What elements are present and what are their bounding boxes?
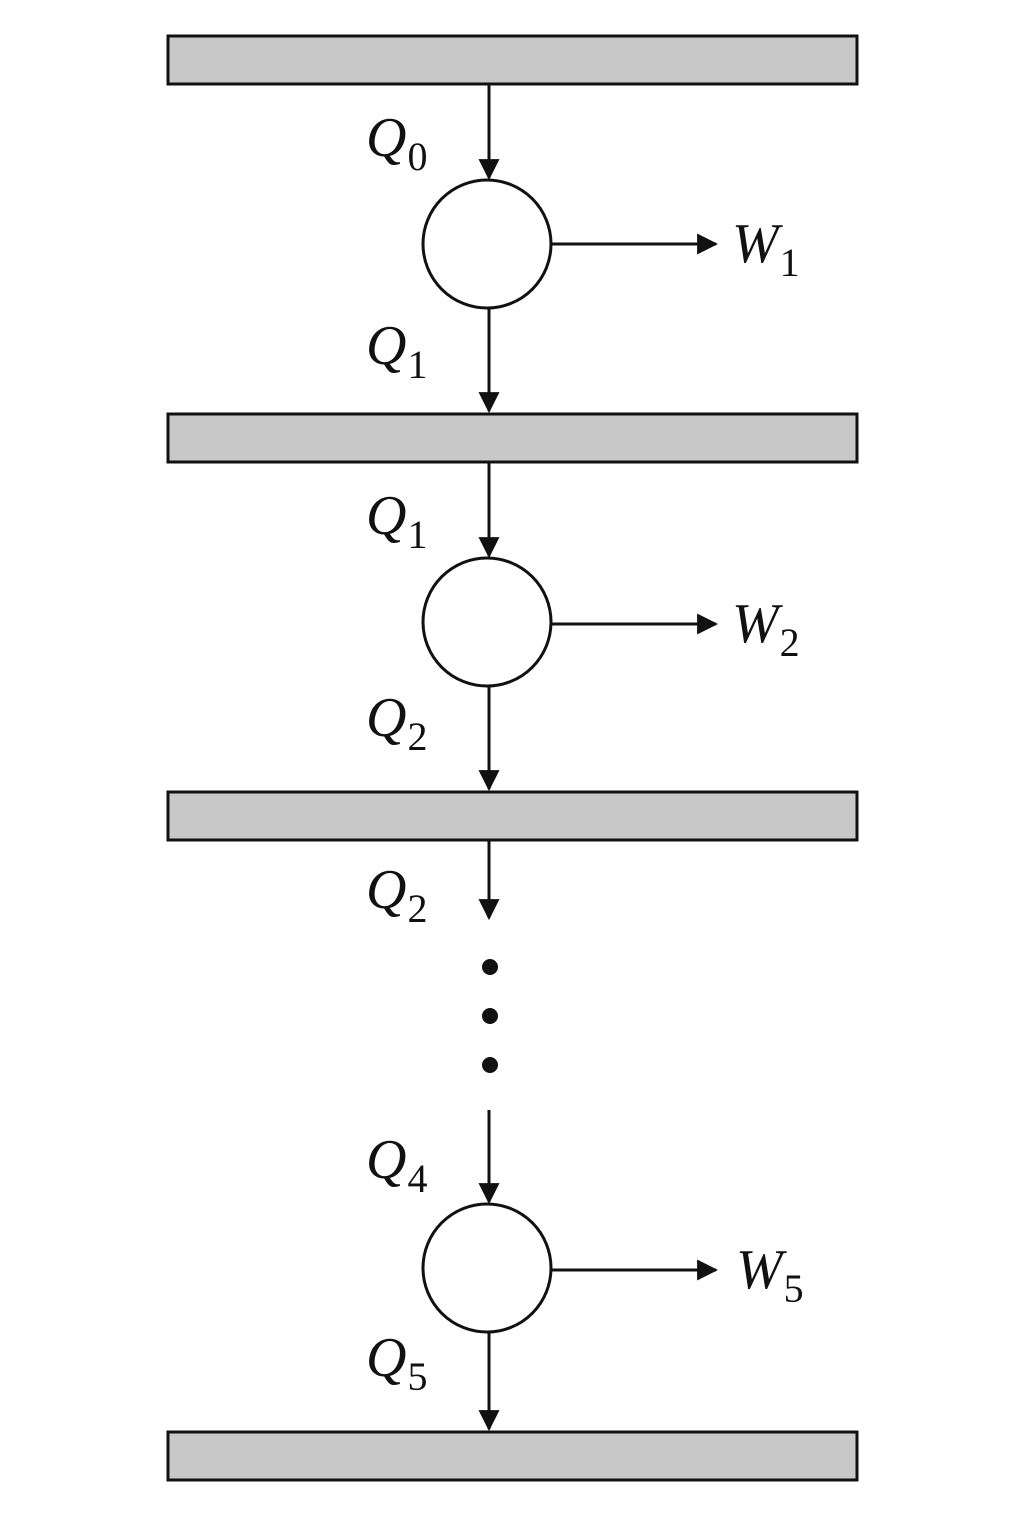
label-q0-symbol: Q xyxy=(366,107,407,169)
label-w5-symbol: W xyxy=(736,1239,783,1301)
reservoir-plate-3 xyxy=(166,790,859,842)
ellipsis-dot-3 xyxy=(482,1057,498,1073)
ellipsis-dot-2 xyxy=(482,1008,498,1024)
label-q5-symbol: Q xyxy=(366,1327,407,1389)
label-q0-subscript: 0 xyxy=(407,134,428,179)
label-q2-out-subscript: 2 xyxy=(407,714,428,759)
label-q5-subscript: 5 xyxy=(407,1354,428,1399)
engine-circle-5 xyxy=(421,1202,553,1334)
label-q1-in-symbol: Q xyxy=(366,485,407,547)
label-w1: W1 xyxy=(732,213,800,283)
label-w2: W2 xyxy=(732,593,800,663)
label-q2-in: Q2 xyxy=(366,859,427,929)
label-q2-out-symbol: Q xyxy=(366,687,407,749)
label-q1-in-subscript: 1 xyxy=(407,512,428,557)
reservoir-plate-2 xyxy=(166,412,859,464)
label-w1-subscript: 1 xyxy=(779,240,800,285)
label-q4-symbol: Q xyxy=(366,1129,407,1191)
label-w2-symbol: W xyxy=(732,593,779,655)
label-q2-out: Q2 xyxy=(366,687,427,757)
label-q1-out: Q1 xyxy=(366,315,427,385)
label-w5-subscript: 5 xyxy=(783,1266,804,1311)
label-q1-out-symbol: Q xyxy=(366,315,407,377)
engine-circle-1 xyxy=(421,178,553,310)
label-q1-out-subscript: 1 xyxy=(407,342,428,387)
reservoir-plate-1 xyxy=(166,34,859,86)
label-q0: Q0 xyxy=(366,107,427,177)
label-w2-subscript: 2 xyxy=(779,620,800,665)
label-q4-subscript: 4 xyxy=(407,1156,428,1201)
label-w5: W5 xyxy=(736,1239,804,1309)
label-q5: Q5 xyxy=(366,1327,427,1397)
ellipsis-dot-1 xyxy=(482,959,498,975)
reservoir-plate-4 xyxy=(166,1430,859,1482)
label-q2-in-subscript: 2 xyxy=(407,886,428,931)
label-q1-in: Q1 xyxy=(366,485,427,555)
engine-circle-2 xyxy=(421,556,553,688)
label-q2-in-symbol: Q xyxy=(366,859,407,921)
label-w1-symbol: W xyxy=(732,213,779,275)
label-q4: Q4 xyxy=(366,1129,427,1199)
